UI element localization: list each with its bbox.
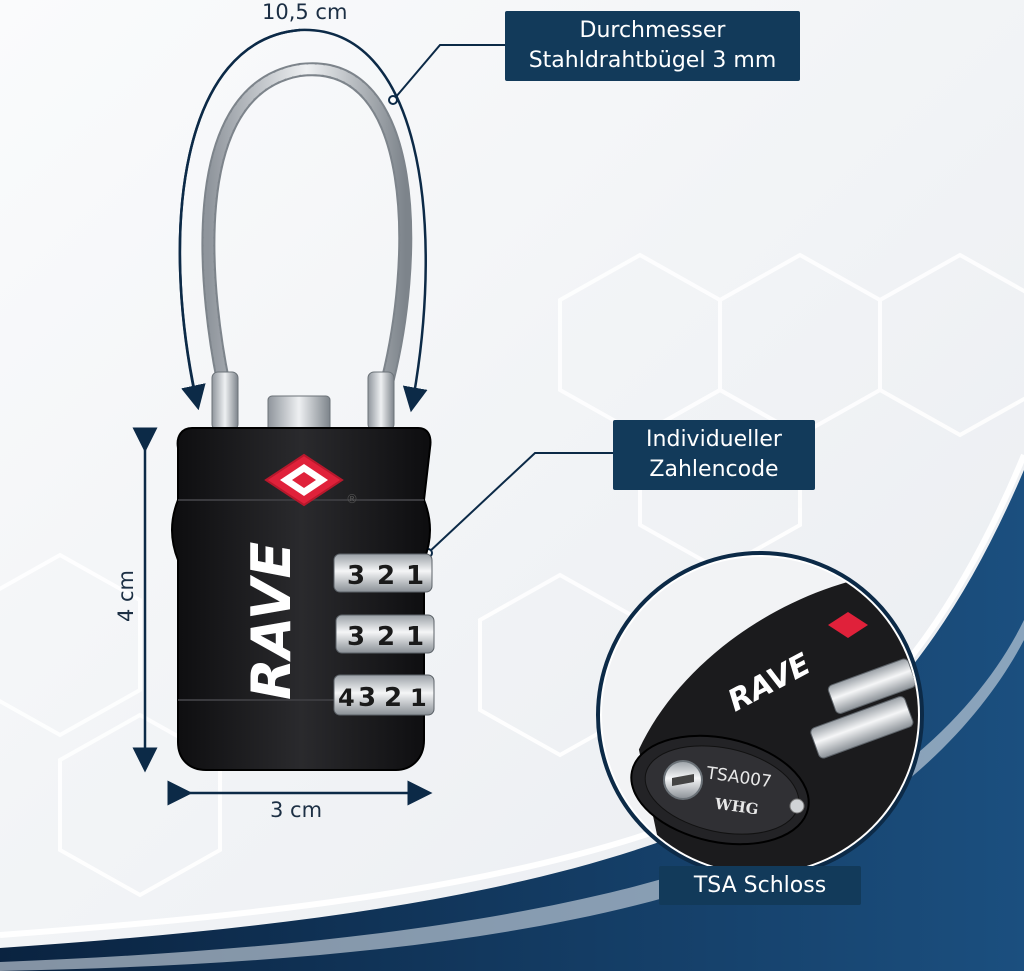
body-width-dimension: 3 cm: [270, 798, 323, 822]
dial-row-2[interactable]: 3 2 1: [335, 614, 435, 654]
code-callout: Individueller Zahlencode: [613, 420, 815, 490]
svg-text:1: 1: [406, 622, 424, 652]
keyhole-rivet-icon: [789, 798, 805, 814]
code-callout-line2: Zahlencode: [649, 457, 779, 482]
dial-row-1[interactable]: 3 2 1: [333, 553, 433, 593]
svg-text:2: 2: [377, 622, 395, 652]
height-dimension: 4 cm: [114, 569, 139, 623]
tsa-diamond-logo: [264, 453, 344, 507]
brand-logo: RAVE: [240, 542, 303, 701]
svg-text:3: 3: [347, 561, 365, 591]
svg-text:3: 3: [347, 622, 365, 652]
dial-row-3[interactable]: 4 3 2 1: [333, 674, 435, 716]
svg-text:1: 1: [410, 684, 427, 712]
svg-text:4: 4: [338, 684, 355, 712]
steel-cable-shackle: [201, 62, 413, 431]
registered-mark: ®: [346, 492, 358, 506]
tsa-callout-text: TSA Schloss: [693, 872, 827, 898]
hexagon-pattern: [0, 252, 1024, 898]
cable-callout-line: [394, 44, 506, 99]
svg-text:3: 3: [358, 683, 376, 713]
cable-width-dimension: 10,5 cm: [262, 0, 348, 24]
svg-text:1: 1: [406, 561, 424, 591]
code-callout-line: [427, 452, 613, 554]
tsa-lock-callout: TSA Schloss: [659, 866, 861, 905]
cable-callout-line1: Durchmesser: [579, 18, 726, 43]
svg-text:2: 2: [384, 683, 402, 713]
code-callout-line1: Individueller: [646, 427, 782, 452]
svg-text:2: 2: [377, 561, 395, 591]
cable-diameter-callout: Durchmesser Stahldrahtbügel 3 mm: [505, 11, 800, 81]
cable-callout-line2: Stahldrahtbügel 3 mm: [528, 48, 777, 73]
